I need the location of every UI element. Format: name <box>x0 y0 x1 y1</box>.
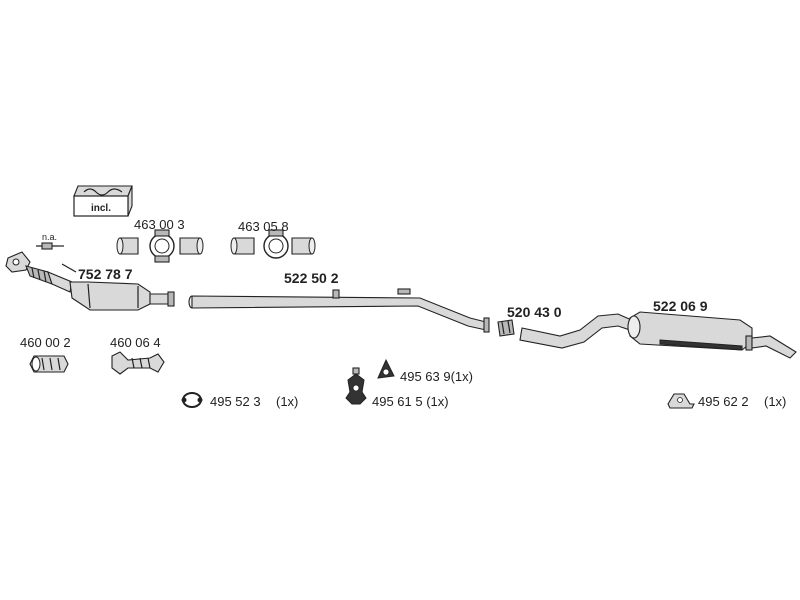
part-number-522502: 522 50 2 <box>284 270 339 286</box>
part-number-752787: 752 78 7 <box>78 266 133 282</box>
part-number-495615: 495 61 5 (1x) <box>372 394 449 409</box>
holder-495615[interactable]: 495 61 5 (1x) <box>345 367 449 409</box>
rear-silencer-522069[interactable]: 522 06 9 <box>519 298 797 359</box>
part-number-520430: 520 43 0 <box>507 304 562 320</box>
included-kit-box[interactable]: incl. <box>73 185 133 217</box>
gasket-460002[interactable]: 460 00 2 <box>20 335 71 373</box>
holder-495622[interactable]: 495 62 2 (1x) <box>667 393 786 409</box>
part-number-522069: 522 06 9 <box>653 298 708 314</box>
lambda-sensor[interactable]: n.a. <box>36 232 64 250</box>
part-number-495622: 495 62 2 <box>698 394 749 409</box>
gasket-460064[interactable]: 460 06 4 <box>110 335 165 375</box>
rubber-strip-495639[interactable]: 495 63 9(1x) <box>377 358 473 384</box>
part-number-495523: 495 52 3 <box>210 394 261 409</box>
part-number-460002: 460 00 2 <box>20 335 71 350</box>
centre-pipe-522502[interactable]: 522 50 2 <box>188 270 490 333</box>
quantity-495622: (1x) <box>764 394 786 409</box>
lambda-sensor-label: n.a. <box>42 232 57 242</box>
part-number-463003: 463 00 3 <box>134 217 185 232</box>
incl-label: incl. <box>91 203 111 214</box>
rubber-ring-495523[interactable]: 495 52 3 (1x) <box>181 392 299 409</box>
repair-pipe-463058[interactable]: 463 05 8 <box>230 219 316 259</box>
repair-pipe-463003[interactable]: 463 00 3 <box>116 217 204 263</box>
part-number-495639: 495 63 9(1x) <box>400 369 473 384</box>
part-number-463058: 463 05 8 <box>238 219 289 234</box>
part-number-460064: 460 06 4 <box>110 335 161 350</box>
quantity-495523: (1x) <box>276 394 298 409</box>
catalytic-converter-752787[interactable]: 752 78 7 <box>5 251 175 311</box>
clamp-520430[interactable]: 520 43 0 <box>497 304 562 337</box>
